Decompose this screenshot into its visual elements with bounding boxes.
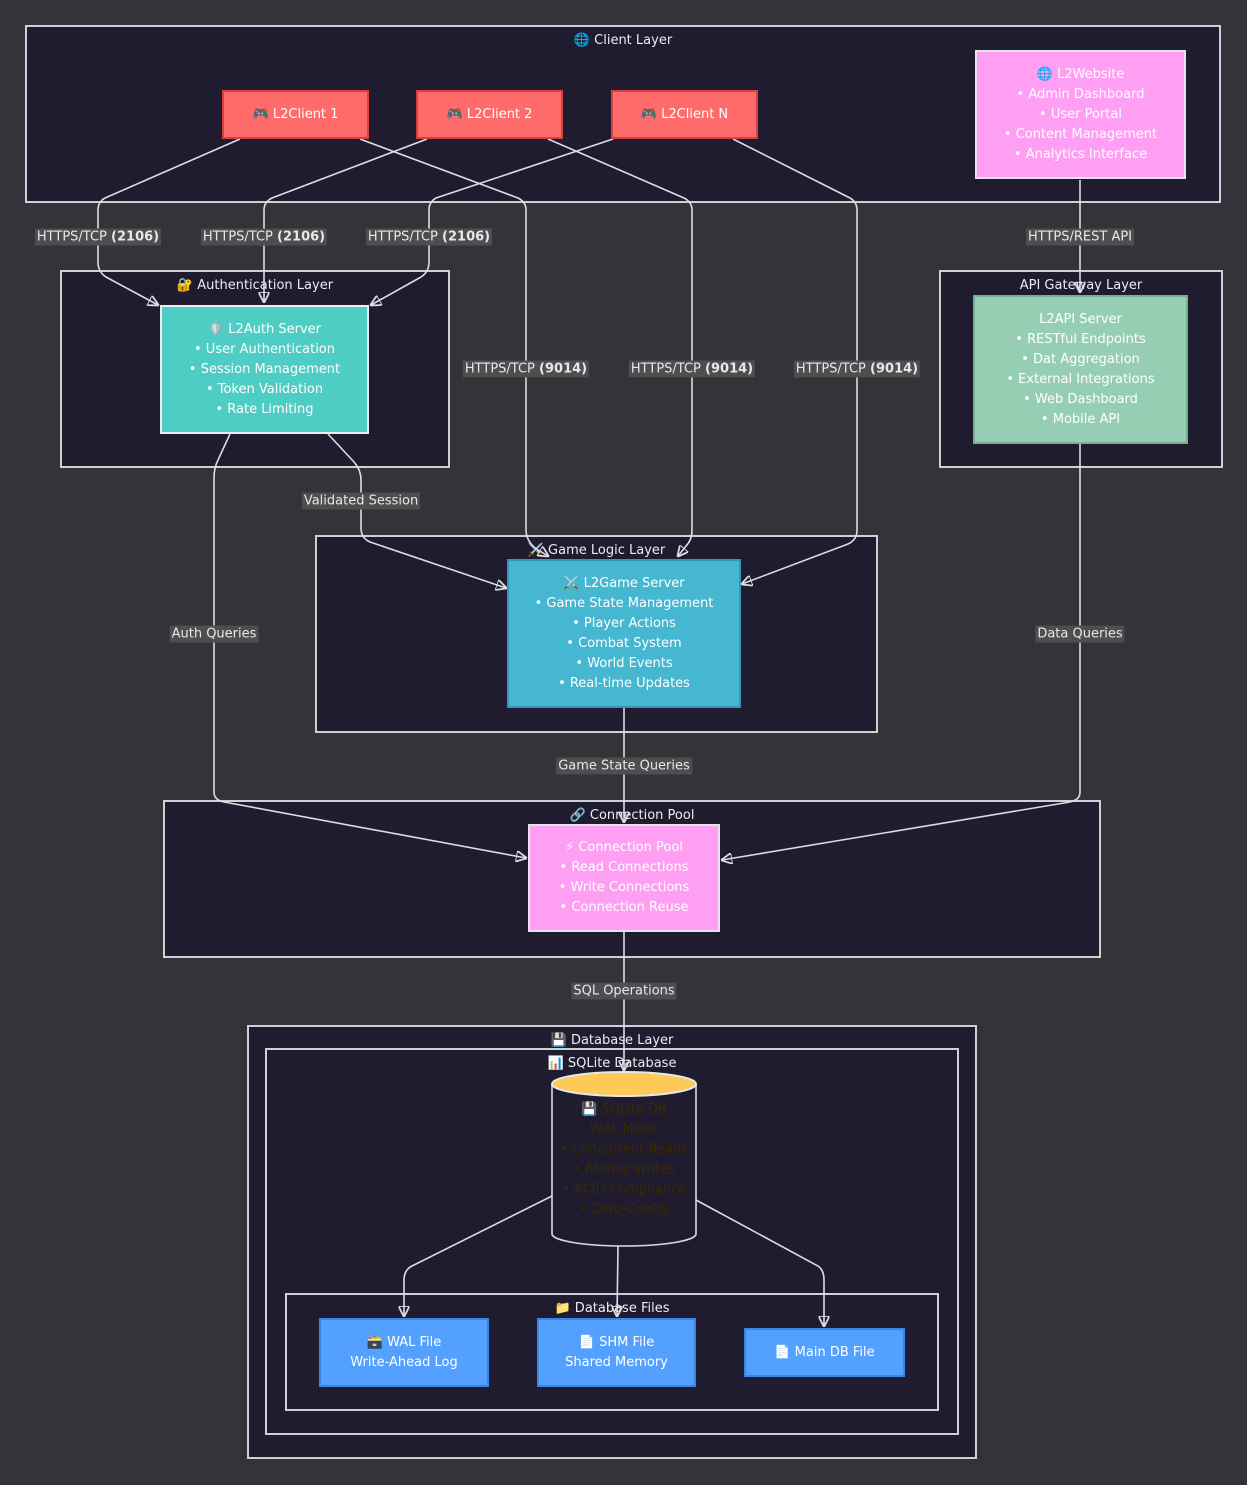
- edge-label-clientn-game: HTTPS/TCP (9014): [793, 360, 921, 378]
- l2api-line: • External Integrations: [1006, 371, 1155, 387]
- wal-file-line: Write-Ahead Log: [350, 1354, 458, 1370]
- wal-file-node[interactable]: 🗃️ WAL File Write-Ahead Log: [319, 1318, 489, 1387]
- l2client-1-node[interactable]: 🎮 L2Client 1: [222, 90, 369, 139]
- edge-clientn-auth: [371, 138, 614, 305]
- l2client-1-label: 🎮 L2Client 1: [252, 106, 339, 122]
- connection-pool-line: • Connection Reuse: [559, 900, 689, 915]
- sqlite-db-line: • Concurrent Reads: [560, 1142, 688, 1157]
- sqlite-db-title: 💾 SQLite DB: [581, 1102, 667, 1117]
- client-layer-title: 🌐 Client Layer: [573, 33, 673, 48]
- edge-label-game-state-queries: Game State Queries: [556, 757, 692, 775]
- l2api-line: • Mobile API: [1040, 411, 1121, 427]
- l2auth-line: • Token Validation: [205, 381, 324, 397]
- l2game-line: • World Events: [575, 655, 673, 671]
- edge-auth-game: [327, 433, 506, 588]
- main-db-file-label: 📄 Main DB File: [774, 1344, 875, 1360]
- database-layer-title: 💾 Database Layer: [550, 1033, 674, 1048]
- l2api-line: • Web Dashboard: [1023, 391, 1138, 407]
- edge-label-data-queries: Data Queries: [1035, 625, 1125, 643]
- l2game-line: • Real-time Updates: [558, 675, 690, 691]
- wal-file-title: 🗃️ WAL File: [366, 1334, 442, 1350]
- l2client-n-label: 🎮 L2Client N: [640, 106, 729, 122]
- sqlite-db-text: 💾 SQLite DB WAL Mode • Concurrent Reads …: [552, 1100, 696, 1220]
- edge-label-client1-game: HTTPS/TCP (9014): [462, 360, 590, 378]
- l2website-line: • Content Management: [1003, 126, 1158, 142]
- shm-file-line: Shared Memory: [565, 1354, 668, 1370]
- auth-layer-cluster: 🔐 Authentication Layer: [60, 270, 450, 468]
- edge-label-client2-game: HTTPS/TCP (9014): [628, 360, 756, 378]
- l2auth-line: • Session Management: [188, 361, 341, 377]
- edge-label-sql-operations: SQL Operations: [571, 982, 677, 1000]
- l2auth-line: • Rate Limiting: [215, 401, 314, 417]
- sqlite-db-cylinder[interactable]: [551, 1071, 697, 1247]
- l2game-line: • Combat System: [566, 635, 682, 651]
- l2auth-line: • User Authentication: [194, 341, 335, 357]
- edge-client2-auth: [264, 138, 428, 302]
- sqlite-db-line: • Atomic Writes: [572, 1162, 676, 1177]
- edge-db-shm: [617, 1245, 618, 1316]
- l2auth-title: 🛡️ L2Auth Server: [207, 321, 322, 337]
- game-logic-title: ⚔️ Game Logic Layer: [527, 543, 666, 558]
- connection-pool-line: • Read Connections: [559, 860, 689, 875]
- connection-pool-line: • Write Connections: [558, 880, 690, 895]
- sqlite-db-line: WAL Mode: [590, 1122, 658, 1137]
- l2website-line: • User Portal: [1039, 106, 1122, 122]
- l2api-line: • RESTful Endpoints: [1015, 331, 1146, 347]
- edge-label-auth-queries: Auth Queries: [169, 625, 259, 643]
- l2game-title: ⚔️ L2Game Server: [563, 575, 685, 591]
- l2client-2-node[interactable]: 🎮 L2Client 2: [416, 90, 563, 139]
- l2game-line: • Game State Management: [534, 595, 714, 611]
- main-db-file-node[interactable]: 📄 Main DB File: [744, 1328, 905, 1377]
- l2api-line: • Dat Aggregation: [1021, 351, 1140, 367]
- l2game-server-node[interactable]: ⚔️ L2Game Server • Game State Management…: [507, 559, 741, 708]
- l2website-line: • Analytics Interface: [1013, 146, 1148, 162]
- auth-layer-title: 🔐 Authentication Layer: [176, 278, 334, 293]
- l2api-server-node[interactable]: L2API Server • RESTful Endpoints • Dat A…: [973, 295, 1188, 444]
- edge-db-wal: [404, 1195, 553, 1316]
- edge-label-client2-auth: HTTPS/TCP (2106): [200, 228, 328, 246]
- l2website-node[interactable]: 🌐 L2Website • Admin Dashboard • User Por…: [975, 50, 1186, 179]
- edge-label-rest-api: HTTPS/REST API: [1025, 228, 1135, 246]
- l2website-title: 🌐 L2Website: [1036, 66, 1125, 82]
- edge-api-pool: [722, 444, 1081, 860]
- sqlite-db-line: • ACID Compliance: [561, 1182, 687, 1197]
- connection-pool-title: 🔗 Connection Pool: [569, 808, 695, 823]
- l2client-2-label: 🎮 L2Client 2: [446, 106, 533, 122]
- edge-client2-game: [547, 138, 693, 556]
- l2game-line: • Player Actions: [572, 615, 676, 631]
- edge-label-client1-auth: HTTPS/TCP (2106): [34, 228, 162, 246]
- connection-pool-node-title: ⚡ Connection Pool: [565, 840, 683, 855]
- l2auth-server-node[interactable]: 🛡️ L2Auth Server • User Authentication •…: [160, 305, 369, 434]
- edge-client1-auth: [97, 138, 241, 305]
- shm-file-node[interactable]: 📄 SHM File Shared Memory: [537, 1318, 696, 1387]
- edge-label-clientn-auth: HTTPS/TCP (2106): [365, 228, 493, 246]
- sqlite-db-line: • Zero-Config: [579, 1202, 669, 1217]
- l2client-n-node[interactable]: 🎮 L2Client N: [611, 90, 758, 139]
- sqlite-database-title: 📊 SQLite Database: [547, 1056, 677, 1071]
- l2api-title: L2API Server: [1039, 311, 1122, 327]
- shm-file-title: 📄 SHM File: [578, 1334, 655, 1350]
- edge-db-main: [695, 1199, 824, 1326]
- edge-label-validated-session: Validated Session: [301, 492, 421, 510]
- l2website-line: • Admin Dashboard: [1016, 86, 1145, 102]
- connection-pool-node[interactable]: ⚡ Connection Pool • Read Connections • W…: [528, 824, 720, 932]
